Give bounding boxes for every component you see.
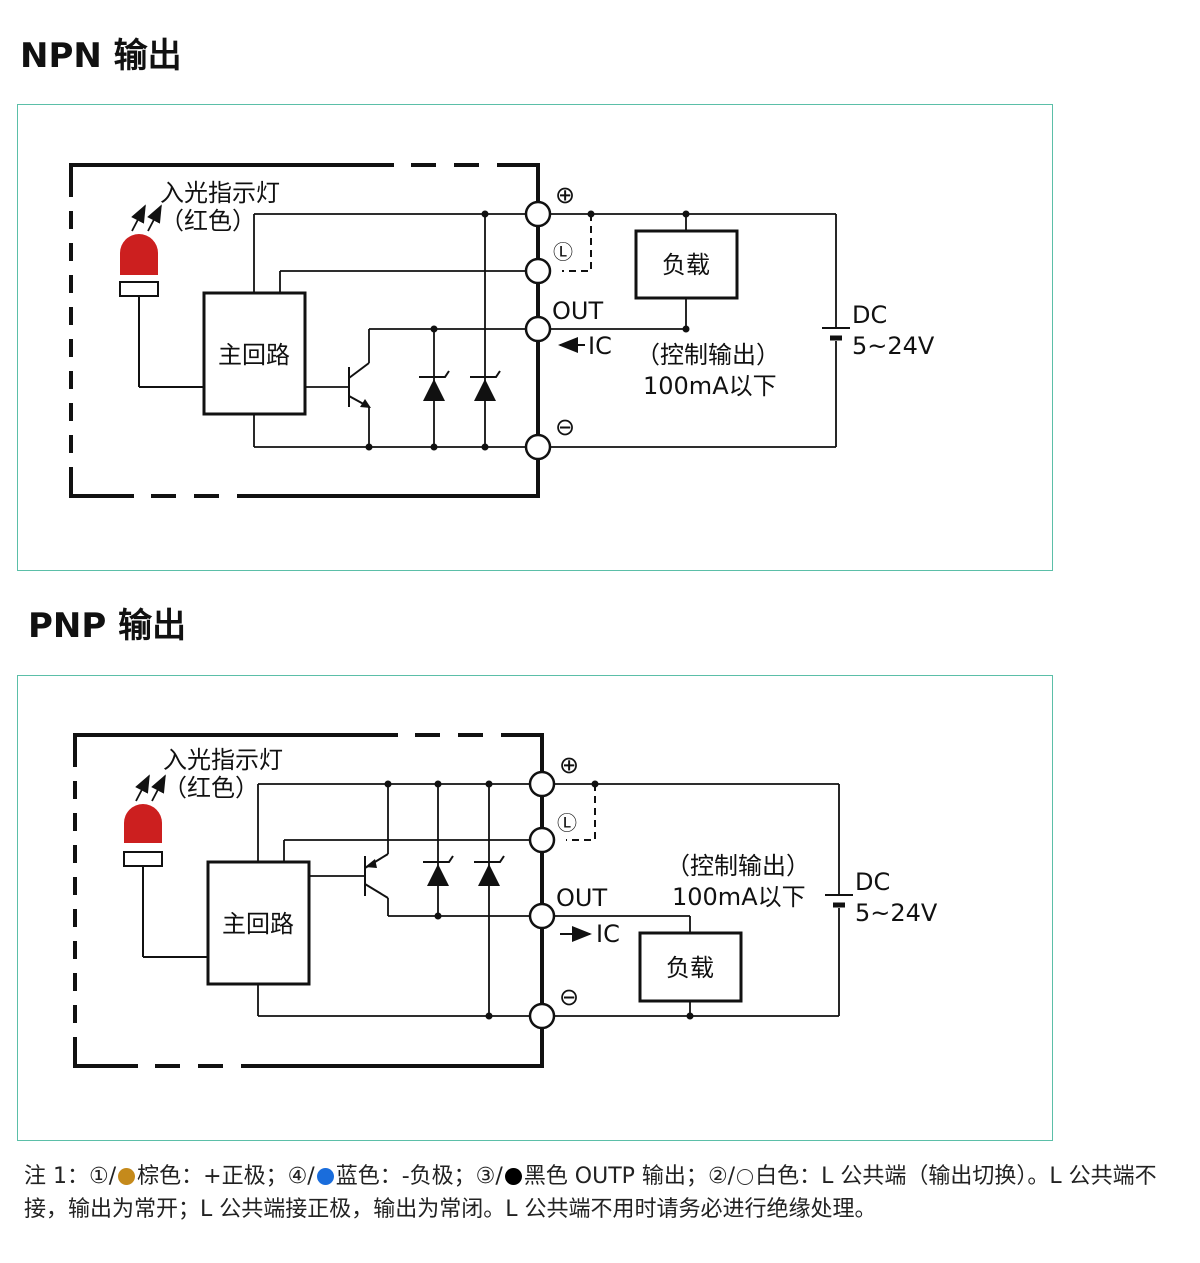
terminal-out	[528, 902, 556, 930]
indicator-lamp-icon	[123, 804, 208, 958]
l-jumper-dashed	[562, 214, 592, 272]
note-num-2: ②/	[707, 1164, 736, 1189]
terminal-minus-label: ⊖	[559, 983, 579, 1011]
control-output-label: （控制输出）	[666, 852, 810, 880]
terminal-plus	[524, 200, 552, 228]
junction-dots	[365, 210, 690, 451]
indicator-label-line2: （红色）	[160, 207, 256, 235]
indicator-label-line2: （红色）	[163, 774, 259, 802]
terminal-plus-label: ⊕	[559, 751, 579, 779]
pnp-diagram-svg: 入光指示灯 （红色） 主回路	[73, 733, 938, 1068]
zener-diode-1-icon	[423, 855, 454, 886]
brown-wire-dot-icon	[118, 1168, 136, 1185]
note-num-3: ③/	[475, 1164, 503, 1189]
out-label: OUT	[552, 297, 603, 325]
black-wire-dot-icon	[504, 1168, 522, 1185]
control-output-label: （控制输出）	[636, 341, 780, 369]
note-text-2: 白色：L 公共端（输出切换）。L 公共端不接，输出为常开；L 公共端接正极，输出…	[24, 1164, 1157, 1222]
control-current-label: 100mA以下	[672, 883, 806, 911]
indicator-lamp-icon	[119, 234, 204, 388]
indicator-label-line1: 入光指示灯	[160, 179, 280, 207]
note-text-4: 蓝色：-负极；	[335, 1164, 476, 1189]
npn-section-title: NPN 输出	[20, 36, 182, 76]
npn-transistor-icon	[348, 362, 370, 408]
voltage-label: 5~24V	[852, 332, 935, 360]
terminal-minus	[528, 1002, 556, 1030]
note-num-1: ①/	[89, 1164, 117, 1189]
zener-diode-2-icon	[474, 855, 505, 886]
note-prefix: 注 1：	[24, 1164, 89, 1189]
control-current-label: 100mA以下	[643, 372, 777, 400]
main-circuit-label: 主回路	[222, 910, 294, 938]
terminals	[528, 770, 556, 1030]
light-arrows-icon	[135, 774, 166, 802]
load-label: 负载	[662, 251, 710, 279]
pnp-wiring-diagram: 入光指示灯 （红色） 主回路	[17, 675, 1053, 1141]
l-jumper-dashed	[566, 784, 596, 841]
indicator-label-line1: 入光指示灯	[163, 746, 283, 774]
dc-label: DC	[855, 868, 890, 896]
terminal-plus-label: ⊕	[555, 181, 575, 209]
ic-label: IC	[596, 920, 620, 948]
terminal-out	[524, 315, 552, 343]
junction-dots	[384, 780, 694, 1020]
wires	[257, 783, 840, 1017]
dc-battery-icon	[825, 894, 853, 908]
terminal-l	[524, 257, 552, 285]
dc-battery-icon	[822, 327, 850, 341]
terminal-l-label: Ⓛ	[557, 811, 577, 835]
load-box	[634, 229, 739, 300]
terminals	[524, 200, 552, 461]
terminal-minus	[524, 433, 552, 461]
ic-label: IC	[588, 332, 612, 360]
wire-color-note: 注 1：①/棕色：+正极；④/蓝色：-负极；③/黑色 OUTP 输出；②/白色：…	[24, 1160, 1174, 1226]
note-text-3: 黑色 OUTP 输出；	[523, 1164, 708, 1189]
wires	[253, 213, 837, 448]
load-label: 负载	[666, 954, 714, 982]
white-wire-dot-icon	[737, 1169, 754, 1185]
terminal-l	[528, 826, 556, 854]
zener-diode-2-icon	[470, 370, 501, 401]
load-box	[638, 931, 743, 1003]
terminal-minus-label: ⊖	[555, 413, 575, 441]
npn-diagram-svg: 入光指示灯 （红色） 主回路	[69, 163, 935, 498]
note-text-1: 棕色：+正极；	[137, 1164, 288, 1189]
zener-diode-1-icon	[419, 370, 450, 401]
terminal-l-label: Ⓛ	[553, 240, 573, 264]
note-num-4: ④/	[287, 1164, 315, 1189]
main-circuit-label: 主回路	[218, 341, 290, 369]
out-label: OUT	[556, 884, 607, 912]
voltage-label: 5~24V	[855, 899, 938, 927]
pnp-transistor-icon	[364, 853, 389, 899]
pnp-section-title: PNP 输出	[28, 606, 187, 646]
blue-wire-dot-icon	[316, 1168, 334, 1185]
terminal-plus	[528, 770, 556, 798]
dc-label: DC	[852, 301, 887, 329]
npn-wiring-diagram: 入光指示灯 （红色） 主回路	[17, 104, 1053, 571]
light-arrows-icon	[131, 204, 162, 232]
